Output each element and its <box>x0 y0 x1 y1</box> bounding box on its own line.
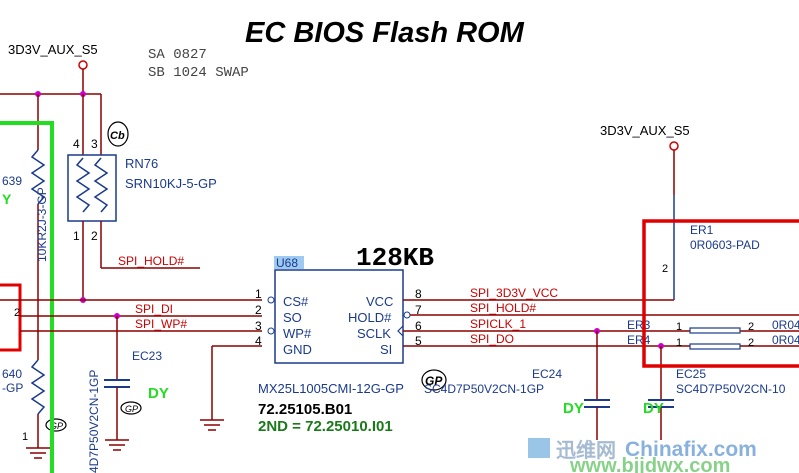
u68-pin-hold-name: HOLD# <box>348 310 392 325</box>
u68-pin-so-name: SO <box>283 310 302 325</box>
left-res-pin1: 1 <box>22 431 28 443</box>
er4-pin2: 2 <box>748 337 754 349</box>
er4-value: 0R04 <box>772 333 799 347</box>
u68-bom-primary: 72.25105.B01 <box>258 401 352 418</box>
rn76-zigzag-b <box>93 157 109 213</box>
gp-mark-left <box>45 418 67 432</box>
u68-pin-si-num: 5 <box>415 334 422 348</box>
power-rail-left: 3D3V_AUX_S5 <box>8 42 98 57</box>
er4-body <box>689 343 741 350</box>
er4-ref: ER4 <box>627 333 651 347</box>
net-spi-hold-right: SPI_HOLD# <box>470 301 536 315</box>
note-sb: SB 1024 SWAP <box>148 65 249 81</box>
net-spi-hold-left: SPI_HOLD# <box>118 254 184 268</box>
er1-pin: 2 <box>662 263 668 275</box>
power-port-right <box>669 141 679 151</box>
net-spi-wp: SPI_WP# <box>135 317 187 331</box>
u68-pin-gnd-num: 4 <box>255 334 262 348</box>
watermark-cn: 迅维网 <box>556 438 616 462</box>
u68-bom-second: 2ND = 72.25010.I01 <box>258 418 393 435</box>
rn76-pin2: 2 <box>91 229 98 243</box>
u68-body <box>274 269 404 364</box>
er1-ref: ER1 <box>690 223 714 237</box>
ec25-dy: DY <box>643 400 664 417</box>
rn76-pin4: 4 <box>73 137 80 151</box>
power-rail-right: 3D3V_AUX_S5 <box>600 123 690 138</box>
left-640-partial: 640 <box>2 367 22 381</box>
watermark-url: www.bjjdwx.com <box>569 455 730 473</box>
gp-mark-u68-text: GP <box>425 374 443 388</box>
u68-pin-hold-num: 7 <box>415 303 422 317</box>
u68-pin-wp-num: 3 <box>255 319 262 333</box>
gp-mark-ec23-text: GP <box>125 404 138 414</box>
u68-pin-wp-name: WP# <box>283 326 312 341</box>
net-spiclk: SPICLK_1 <box>470 317 526 331</box>
cb-mark-text: Cb <box>110 130 125 142</box>
rn76-value: SRN10KJ-5-GP <box>125 176 217 191</box>
u68-pin-vcc-num: 8 <box>415 287 422 301</box>
page-title: EC BIOS Flash ROM <box>245 17 525 49</box>
er3-pin1: 1 <box>676 321 682 333</box>
er4-pin1: 1 <box>676 337 682 349</box>
net-spi-vcc: SPI_3D3V_VCC <box>470 286 558 300</box>
gp-mark-left-text: GP <box>50 421 63 431</box>
u68-pin-sclk-name: SCLK <box>357 326 391 341</box>
left-box-pin: 2 <box>14 307 20 319</box>
u68-pin-gnd-name: GND <box>283 342 312 357</box>
ec23-dy: DY <box>148 385 169 402</box>
er3-ref: ER3 <box>627 318 651 332</box>
rn76-pin3: 3 <box>91 137 98 151</box>
u68-ref-highlight <box>274 256 304 269</box>
rn76-ref: RN76 <box>125 156 158 171</box>
u68-clk-marker <box>397 325 404 337</box>
u68-pin-si-name: SI <box>380 342 392 357</box>
u68-pin-sclk-num: 6 <box>415 319 422 333</box>
ec24-part: SC4D7P50V2CN-1GP <box>424 382 544 396</box>
watermark: 迅维网 Chinafix.com www.bjjdwx.com <box>528 438 757 473</box>
u68-ref: U68 <box>276 256 298 270</box>
gp-mark-ec23 <box>120 401 142 415</box>
power-port-left <box>78 60 88 70</box>
er1-part: 0R0603-PAD <box>690 238 760 252</box>
u68-pin-so-num: 2 <box>255 303 262 317</box>
ec25-ref: EC25 <box>676 367 706 381</box>
left-res-partial-ref: 639 <box>2 174 22 188</box>
red-box-right <box>642 219 799 368</box>
left-dy-partial: Y <box>2 191 12 207</box>
u68-size: 128KB <box>356 243 434 273</box>
er3-pin2: 2 <box>748 321 754 333</box>
u68-part-number: MX25L1005CMI-12G-GP <box>258 381 404 396</box>
er3-value: 0R04 <box>772 318 799 332</box>
watermark-logo-box <box>528 438 550 458</box>
ec23-part: 4D7P50V2CN-1GP <box>87 370 101 473</box>
ec24-ref: EC24 <box>532 367 562 381</box>
u68-pin7-bubble <box>403 311 411 319</box>
watermark-chinafix: Chinafix.com <box>625 438 757 461</box>
u68-pin1-bubble <box>267 296 275 304</box>
lower-left-resistor <box>30 359 46 415</box>
ec24-dy: DY <box>563 400 584 417</box>
net-spi-do: SPI_DO <box>470 332 514 346</box>
er3-body <box>689 327 741 334</box>
ec25-part: SC4D7P50V2CN-10 <box>676 382 786 396</box>
note-sa: SA 0827 <box>148 47 207 63</box>
left-resistor-zigzag <box>30 149 46 205</box>
red-box-left <box>0 283 22 352</box>
rn76-zigzag-a <box>75 157 91 213</box>
u68-pin-cs-name: CS# <box>283 294 309 309</box>
rn76-body <box>67 154 117 222</box>
u68-pin3-bubble <box>267 327 275 335</box>
ec23-ref: EC23 <box>132 349 162 363</box>
u68-pin-vcc-name: VCC <box>366 294 393 309</box>
left-res-value: 10KR2J-3-GP <box>35 187 49 262</box>
net-spi-di: SPI_DI <box>135 302 173 316</box>
left-gp-partial: -GP <box>2 381 23 395</box>
gp-mark-u68 <box>421 369 447 391</box>
rn76-pin1: 1 <box>73 229 80 243</box>
u68-pin-cs-num: 1 <box>255 287 262 301</box>
cb-mark <box>107 121 129 147</box>
